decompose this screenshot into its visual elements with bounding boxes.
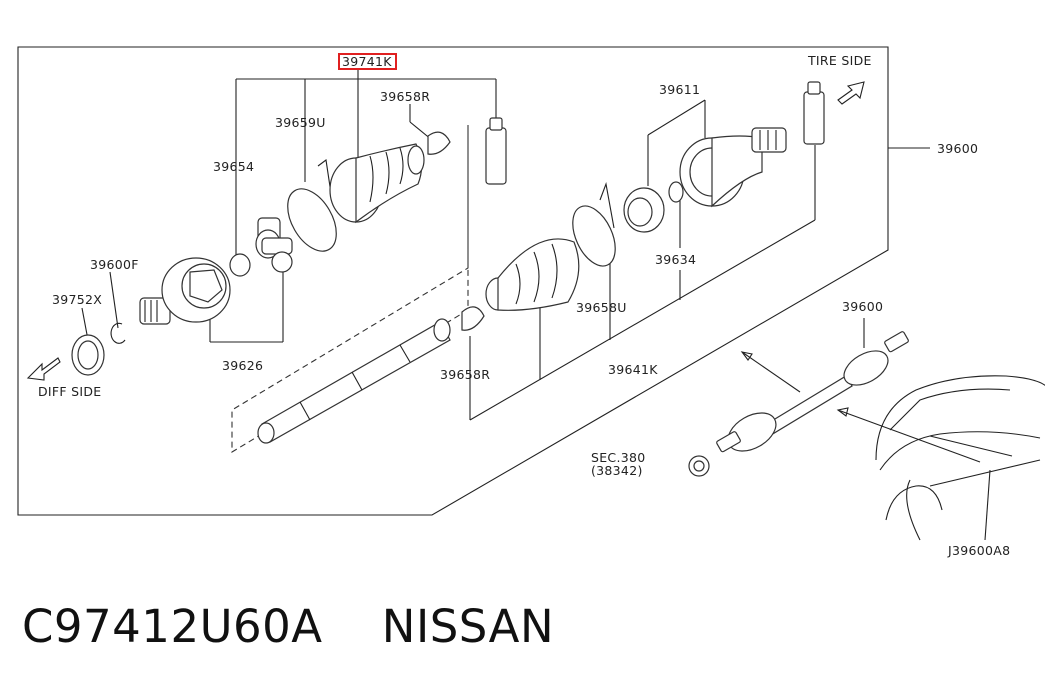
bracket-39741k — [235, 68, 497, 258]
label-39741k: 39741K — [342, 54, 392, 69]
diff-side-arrow-icon — [26, 357, 61, 381]
grease-tube-right — [803, 81, 825, 145]
band-39658r-top — [427, 131, 451, 155]
label-39626: 39626 — [222, 358, 263, 373]
bracket-39611 — [647, 99, 706, 186]
shaft-envelope — [231, 125, 469, 453]
label-39658r-top: 39658R — [380, 89, 430, 104]
label-sec380: SEC.380 — [591, 450, 646, 465]
label-39634: 39634 — [655, 252, 696, 267]
label-tire-side: TIRE SIDE — [807, 53, 872, 68]
tire-side-arrow-icon — [837, 81, 865, 105]
label-39658u: 39658U — [576, 300, 627, 315]
bracket-39641k — [469, 145, 816, 421]
outer-joint-housing — [679, 127, 787, 208]
outer-boot — [485, 238, 580, 311]
grease-tube-top — [485, 117, 507, 185]
label-diagram-id: J39600A8 — [947, 543, 1010, 558]
vehicle-outline — [875, 375, 1045, 541]
label-diff-side: DIFF SIDE — [38, 384, 102, 399]
band-39658r-bottom — [461, 306, 485, 331]
shaft-assembly-small — [716, 331, 909, 453]
label-39659u: 39659U — [275, 115, 326, 130]
footer-caption: C97412U60A NISSAN — [22, 600, 554, 653]
label-39611: 39611 — [659, 82, 700, 97]
drive-shaft — [257, 318, 451, 444]
label-39752x: 39752X — [52, 292, 102, 307]
label-38342: (38342) — [591, 463, 643, 478]
outer-joint-ball-cage — [623, 187, 665, 233]
footer-part-number: C97412U60A — [22, 600, 323, 653]
label-39654: 39654 — [213, 159, 254, 174]
snap-ring-39654 — [229, 253, 251, 277]
boot-band-39659u — [287, 188, 337, 252]
snap-ring-39634 — [668, 181, 684, 203]
label-39658r-bottom: 39658R — [440, 367, 490, 382]
boot-band-39658u — [572, 205, 616, 267]
tripod-spider — [255, 217, 293, 273]
inner-joint-housing — [139, 257, 231, 325]
highlight-box — [338, 53, 397, 70]
label-39641k: 39641K — [608, 362, 658, 377]
label-39600f: 39600F — [90, 257, 139, 272]
assembly-frame — [17, 46, 889, 516]
footer-brand: NISSAN — [381, 600, 555, 653]
parts-diagram: 39741K TIRE SIDE DIFF SIDE 39658R 39659U… — [17, 46, 1045, 558]
label-39600-right: 39600 — [937, 141, 978, 156]
inner-boot — [329, 143, 425, 224]
snap-ring-39600f — [110, 322, 126, 344]
label-39600-small: 39600 — [842, 299, 883, 314]
